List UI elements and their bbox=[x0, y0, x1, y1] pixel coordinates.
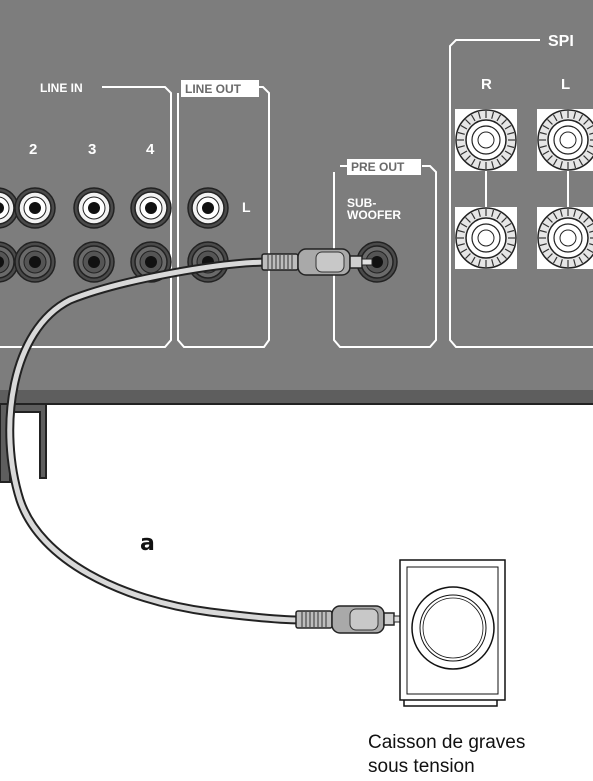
cable-core bbox=[7, 259, 301, 623]
speakers-title: SPI bbox=[548, 33, 574, 50]
subwoofer-cable bbox=[5, 248, 402, 634]
subwoofer-caption-line1: Caisson de graves bbox=[368, 732, 526, 753]
speaker-channel-r: R bbox=[481, 76, 492, 93]
panel-bottom-lip bbox=[0, 390, 593, 404]
speaker-channel-l: L bbox=[561, 76, 570, 93]
rca-plug-top bbox=[261, 248, 373, 276]
rca-jack-black bbox=[14, 241, 56, 283]
speaker-terminal bbox=[455, 109, 517, 171]
subwoofer-caption-line2: sous tension bbox=[368, 756, 475, 777]
speaker-terminal bbox=[537, 109, 593, 171]
line-out-title: LINE OUT bbox=[185, 82, 242, 96]
pre-out-title-bg bbox=[347, 159, 421, 175]
speaker-terminal bbox=[537, 207, 593, 269]
line-in-channel-4: 4 bbox=[146, 141, 155, 158]
line-in-channel-2: 2 bbox=[29, 141, 37, 158]
pre-out-group: PRE OUT SUB- WOOFER bbox=[333, 159, 437, 348]
rca-jack-white bbox=[14, 187, 56, 229]
pre-out-title: PRE OUT bbox=[351, 160, 405, 174]
subwoofer-label-line2: WOOFER bbox=[347, 208, 401, 222]
speakers-group: SPI R L bbox=[449, 33, 593, 348]
rca-jack-white bbox=[130, 187, 172, 229]
speaker-terminals bbox=[455, 109, 593, 269]
line-in-title: LINE IN bbox=[40, 81, 83, 95]
line-in-channel-3: 3 bbox=[88, 141, 96, 158]
rca-jack-black bbox=[130, 241, 172, 283]
line-in-group: LINE IN 2 3 4 bbox=[0, 81, 172, 348]
rca-jack-white bbox=[73, 187, 115, 229]
line-out-title-bg bbox=[181, 80, 259, 97]
subwoofer-label-line1: SUB- bbox=[347, 196, 376, 210]
rca-jack-black bbox=[73, 241, 115, 283]
cable-label-a: a bbox=[140, 531, 155, 556]
line-out-group: LINE OUT L bbox=[177, 80, 270, 348]
line-out-channel-l: L bbox=[242, 199, 251, 215]
rca-plug-bottom bbox=[295, 605, 402, 634]
rca-jack-white bbox=[187, 187, 229, 229]
subwoofer-caption: Caisson de graves sous tension bbox=[368, 731, 588, 779]
speaker-terminal bbox=[455, 207, 517, 269]
subwoofer-device bbox=[399, 559, 506, 707]
